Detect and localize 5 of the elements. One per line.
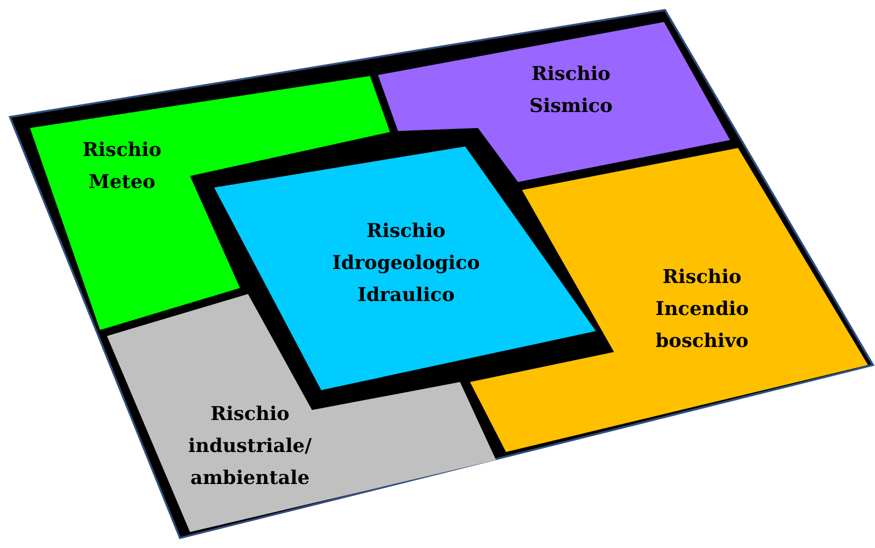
region-label: Rischio industriale/ ambientale: [175, 398, 325, 494]
region-label: Rischio Sismico: [511, 58, 631, 122]
region-label: Rischio Incendio boschivo: [642, 261, 762, 357]
region-label: Rischio Meteo: [62, 134, 182, 198]
region-label: Rischio Idrogeologico Idraulico: [321, 215, 491, 311]
